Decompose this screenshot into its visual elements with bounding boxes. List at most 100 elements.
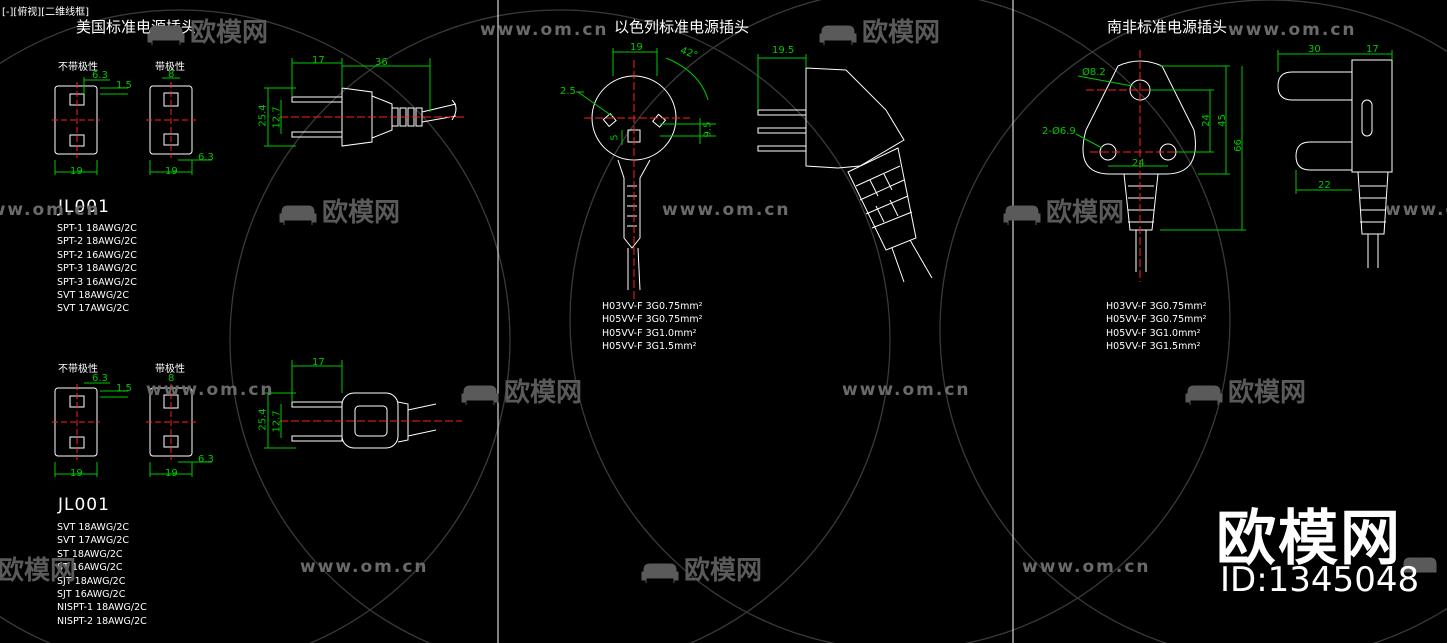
spec-item: SVT 17AWG/2C <box>57 535 130 547</box>
spec-item: H05VV-F 3G0.75mm² <box>602 314 703 326</box>
spec-item: SPT-1 18AWG/2C <box>57 223 137 234</box>
watermark-brand-text: 欧模网 <box>504 378 583 408</box>
dim-il-d2: 5 <box>609 134 621 141</box>
spec-item: SPT-3 18AWG/2C <box>57 263 137 275</box>
sofa-logo-icon <box>279 205 317 225</box>
us-dimensions-top <box>54 77 212 175</box>
dim-us-d2: 19 <box>165 166 178 177</box>
us-plug-side-top <box>264 58 466 147</box>
spec-item: NISPT-2 18AWG/2C <box>57 615 147 627</box>
dim-il-pin: 2.5 <box>560 86 576 97</box>
sofa-logo-icon <box>1003 205 1041 225</box>
watermark-brand: 欧模网 <box>1002 192 1124 229</box>
dim-sa-side: 22 <box>1318 180 1331 191</box>
dim-sa-h3: 66 <box>1232 139 1244 152</box>
watermark-url: www.om.cn <box>1022 557 1151 577</box>
us-plug-front-polar-2 <box>146 384 196 460</box>
dim-us-h: 12.7 <box>271 106 283 129</box>
watermark-url: www.om.cn <box>1228 20 1357 40</box>
label-polar-top: 带极性 <box>155 62 185 73</box>
spec-item: SVT 18AWG/2C <box>57 290 130 302</box>
sa-plug-side <box>1277 50 1393 268</box>
dim-sa-small: 2-Ø6.9 <box>1042 126 1076 137</box>
watermark-brand: 欧模网 <box>278 192 400 229</box>
us-plug-front-polar <box>146 82 196 158</box>
dim-sa-h2: 45 <box>1216 114 1228 127</box>
us-model-top: JL001 <box>58 197 110 217</box>
spec-item: H03VV-F 3G0.75mm² <box>602 301 703 312</box>
watermark-url: www.om.cn <box>480 20 609 40</box>
title-israel-plug: 以色列标准电源插头 <box>614 18 750 36</box>
dim-il-side: 19.5 <box>772 45 795 56</box>
us-model-bottom: JL001 <box>58 495 110 515</box>
watermark-url: www.om.cn <box>842 380 971 400</box>
spec-item: SPT-2 16AWG/2C <box>57 249 137 261</box>
us-plug-front-nonpolar <box>52 82 100 158</box>
dim-us-e: 17 <box>312 55 325 66</box>
sa-plug-front <box>1075 50 1246 282</box>
us-spec-list-top: SPT-1 18AWG/2C SPT-2 18AWG/2C SPT-2 16AW… <box>57 222 137 316</box>
spec-item: SVT 18AWG/2C <box>57 522 130 533</box>
dim-us-a2: 6.3 <box>198 152 214 163</box>
dim-us-b-b: 1.5 <box>116 383 132 394</box>
dim-sa-big: Ø8.2 <box>1082 67 1106 78</box>
panel-dividers <box>497 0 1014 643</box>
watermark-brand: 欧模网 <box>146 12 268 49</box>
watermark-brand-text: 欧模网 <box>322 198 401 228</box>
watermark-url: www.om.cn <box>1385 200 1447 220</box>
southafrica-spec-list: H03VV-F 3G0.75mm² H05VV-F 3G0.75mm² H05V… <box>1106 300 1206 354</box>
watermark-brand: 欧模网 <box>460 372 582 409</box>
israel-plug-front <box>576 48 716 300</box>
dim-il-w: 19 <box>630 42 643 53</box>
us-plug-side-bottom <box>264 360 462 449</box>
viewport-label[interactable]: [-][俯视][二维线框] <box>2 7 90 18</box>
spec-item: SVT 17AWG/2C <box>57 303 130 315</box>
watermark-brand-text: 欧模网 <box>190 18 269 48</box>
dim-us-g-b: 25.4 <box>257 408 269 431</box>
dim-sa-top2: 17 <box>1366 44 1379 55</box>
spec-item: ST 18AWG/2C <box>57 548 123 560</box>
us-plug-front-nonpolar-2 <box>52 384 100 460</box>
sofa-logo-icon <box>819 25 857 45</box>
dim-us-c-b: 8 <box>168 373 175 384</box>
spec-item: SJT 16AWG/2C <box>57 589 126 601</box>
watermark-brand: 欧模网 <box>640 550 762 587</box>
dim-sa-h1: 24 <box>1200 114 1212 127</box>
label-polar-bottom: 带极性 <box>155 364 185 375</box>
dim-us-c: 8 <box>168 69 175 80</box>
spec-item: H05VV-F 3G1.0mm² <box>602 327 697 339</box>
watermark-brand <box>1400 550 1444 580</box>
dim-us-a-b: 6.3 <box>92 373 108 384</box>
spec-item: H05VV-F 3G1.0mm² <box>1106 327 1201 339</box>
watermark-brand: 欧模网 <box>818 12 940 49</box>
watermark-brand-text: 欧模网 <box>1228 378 1307 408</box>
us-dimensions-bottom <box>54 382 212 477</box>
stamp-brand: 欧模网 <box>1216 504 1402 574</box>
spec-item: H05VV-F 3G0.75mm² <box>1106 314 1207 326</box>
dim-us-e-b: 17 <box>312 357 325 368</box>
stamp-id: ID:1345048 <box>1220 560 1420 600</box>
sofa-logo-icon <box>147 25 185 45</box>
spec-item: SPT-2 18AWG/2C <box>57 236 137 248</box>
spec-item: NISPT-1 18AWG/2C <box>57 602 147 614</box>
israel-spec-list: H03VV-F 3G0.75mm² H05VV-F 3G0.75mm² H05V… <box>602 300 702 354</box>
sofa-logo-icon <box>641 563 679 583</box>
watermark-url: www.om.cn <box>662 200 791 220</box>
spec-item: H05VV-F 3G1.5mm² <box>1106 341 1201 353</box>
watermark-url: www.om.cn <box>300 557 429 577</box>
spec-item: ST 16AWG/2C <box>57 562 123 574</box>
dim-us-g: 25.4 <box>257 104 269 127</box>
dim-us-a: 6.3 <box>92 70 108 81</box>
dim-sa-w: 24 <box>1132 158 1145 169</box>
label-nonpolar-bottom: 不带极性 <box>58 364 98 375</box>
watermark-url: www.om.cn <box>0 200 101 220</box>
dim-us-b: 1.5 <box>116 80 132 91</box>
dim-us-a2-b: 6.3 <box>198 454 214 465</box>
dim-us-f: 36 <box>375 57 388 68</box>
spec-item: H03VV-F 3G0.75mm² <box>1106 301 1207 312</box>
spec-item: H05VV-F 3G1.5mm² <box>602 341 697 353</box>
watermark-brand-text: 欧模网 <box>684 556 763 586</box>
us-spec-list-bottom: SVT 18AWG/2C SVT 17AWG/2C ST 18AWG/2C ST… <box>57 521 147 628</box>
